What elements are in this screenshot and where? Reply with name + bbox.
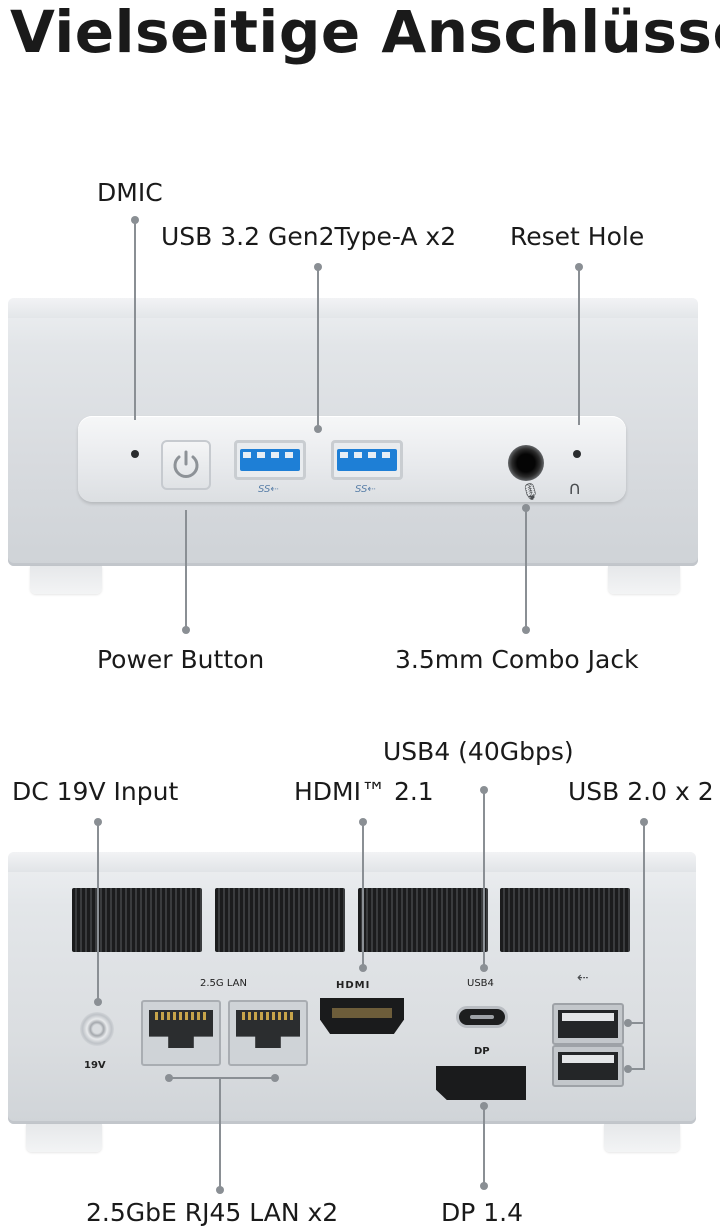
power-button[interactable]: [161, 440, 211, 490]
label-lan: 2.5GbE RJ45 LAN x2: [86, 1198, 339, 1227]
leader-branch-usb2-2: [626, 1068, 644, 1070]
usb2-port-1: [552, 1003, 624, 1045]
leader-end-usb4: [480, 964, 488, 972]
label-usb2: USB 2.0 x 2: [568, 777, 714, 806]
usb4-port-tongue: [470, 1015, 494, 1019]
microphone-icon: 🎙: [520, 482, 541, 501]
leader-end-usb3: [314, 425, 322, 433]
leader-end-dp: [480, 1182, 488, 1190]
usb-a-port-2: [331, 440, 403, 480]
dp-mark: DP: [474, 1046, 490, 1057]
vent-1: [72, 888, 202, 952]
vent-3: [358, 888, 488, 952]
leader-line-dmic: [134, 220, 136, 420]
leader-line-usb4: [483, 790, 485, 968]
leader-line-usb3: [317, 267, 319, 430]
displayport-port: [436, 1066, 526, 1100]
rj45-port-2: [228, 1000, 308, 1066]
label-jack: 3.5mm Combo Jack: [395, 645, 639, 674]
usb-ss-mark-1: SS⇠: [258, 484, 279, 495]
leader-line-usb2: [643, 822, 645, 1070]
front-chassis-top: [8, 298, 698, 318]
rj45-port-1: [141, 1000, 221, 1066]
vent-4: [500, 888, 630, 952]
leader-line-dp: [483, 1106, 485, 1186]
front-right-foot: [608, 566, 680, 594]
usb-a-port-1: [234, 440, 306, 480]
rear-left-foot: [26, 1124, 102, 1152]
leader-line-power: [185, 510, 187, 630]
leader-dot-power: [182, 626, 190, 634]
leader-dot-jack: [522, 626, 530, 634]
leader-end-lan: [216, 1186, 224, 1194]
leader-end-dc: [94, 998, 102, 1006]
dmic-hole: [131, 450, 139, 458]
label-dc: DC 19V Input: [12, 777, 179, 806]
dc-mark: 19V: [84, 1060, 106, 1071]
label-hdmi: HDMI™ 2.1: [294, 777, 434, 806]
leader-line-lan-v: [219, 1078, 221, 1190]
usb-ss-mark-2: SS⇠: [355, 484, 376, 495]
leader-line-lan-h: [169, 1077, 275, 1079]
leader-dot-lan-2: [271, 1074, 279, 1082]
leader-end-hdmi: [359, 964, 367, 972]
combo-jack: [508, 445, 544, 481]
leader-end-usb2-2: [624, 1065, 632, 1073]
label-dmic: DMIC: [97, 178, 163, 207]
label-usb4: USB4 (40Gbps): [383, 737, 574, 766]
label-power: Power Button: [97, 645, 265, 674]
leader-line-jack: [525, 508, 527, 630]
leader-line-dc: [97, 822, 99, 1002]
usb2-port-2: [552, 1045, 624, 1087]
vent-2: [215, 888, 345, 952]
hdmi-port-contacts: [332, 1008, 392, 1018]
headphone-icon: ∩: [568, 478, 582, 499]
leader-end-usb2-1: [624, 1019, 632, 1027]
reset-hole: [573, 450, 581, 458]
page-title: Vielseitige Anschlüsse: [10, 0, 720, 66]
usb-icon: ⇠: [577, 970, 589, 986]
lan-mark: 2.5G LAN: [200, 978, 247, 989]
label-dp: DP 1.4: [441, 1198, 524, 1227]
front-left-foot: [30, 566, 102, 594]
power-icon: [173, 450, 199, 478]
label-reset: Reset Hole: [510, 222, 645, 251]
usb4-mark: USB4: [467, 978, 494, 989]
label-usb3: USB 3.2 Gen2Type-A x2: [161, 222, 457, 251]
rear-right-foot: [604, 1124, 680, 1152]
leader-branch-usb2-1: [626, 1022, 644, 1024]
hdmi-mark: HDMI: [336, 980, 371, 991]
rear-chassis-top: [8, 852, 696, 872]
leader-line-hdmi: [362, 822, 364, 968]
dc-input-port: [80, 1012, 114, 1046]
leader-line-reset: [578, 267, 580, 425]
